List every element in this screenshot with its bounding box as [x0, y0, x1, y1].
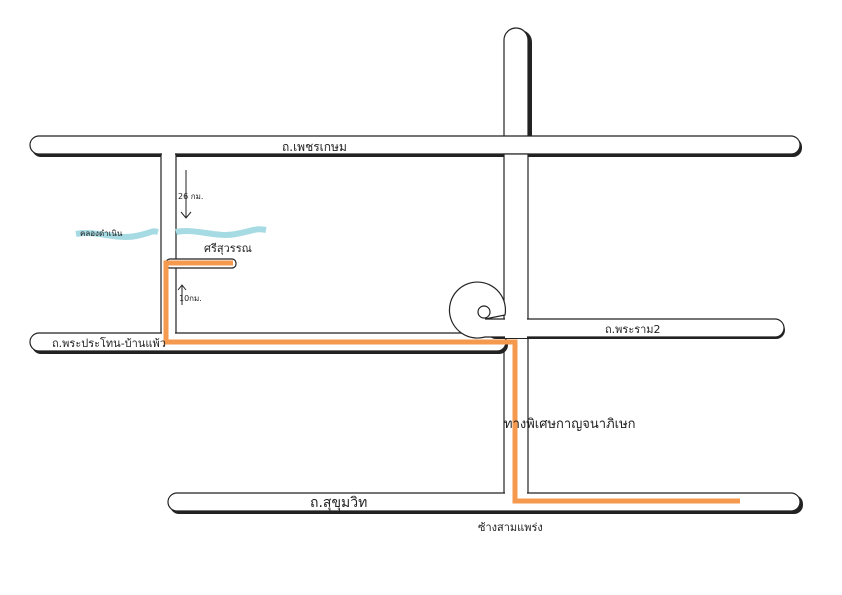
canal-line — [75, 228, 159, 240]
label-rama2: ถ.พระราม2 — [605, 323, 661, 336]
label-distance-26km: 26 กม. — [178, 192, 203, 201]
label-distance-10km: 10กม. — [179, 294, 202, 303]
canal-line-east — [175, 226, 267, 238]
road-rama2 — [448, 281, 785, 339]
arrow-down-icon — [180, 170, 192, 219]
road-phetkasem — [29, 135, 802, 157]
label-phetkasem: ถ.เพชรเกษม — [282, 140, 347, 154]
arrow-up-icon — [177, 284, 187, 305]
road-vertical-north — [503, 27, 532, 142]
label-canal: คลองดำเนิน — [80, 229, 123, 238]
label-phrapradaeng: ถ.พระประโทน-บ้านแพ้ว — [52, 336, 166, 350]
route-line — [163, 260, 740, 504]
label-bypass: ทางพิเศษกาญจนาภิเษก — [504, 417, 636, 432]
label-sri-suwan: ศรีสุวรรณ — [204, 242, 252, 255]
label-junction: ซ้างสามแพร่ง — [478, 521, 543, 534]
label-sukhumvit: ถ.สุขุมวิท — [310, 495, 367, 511]
